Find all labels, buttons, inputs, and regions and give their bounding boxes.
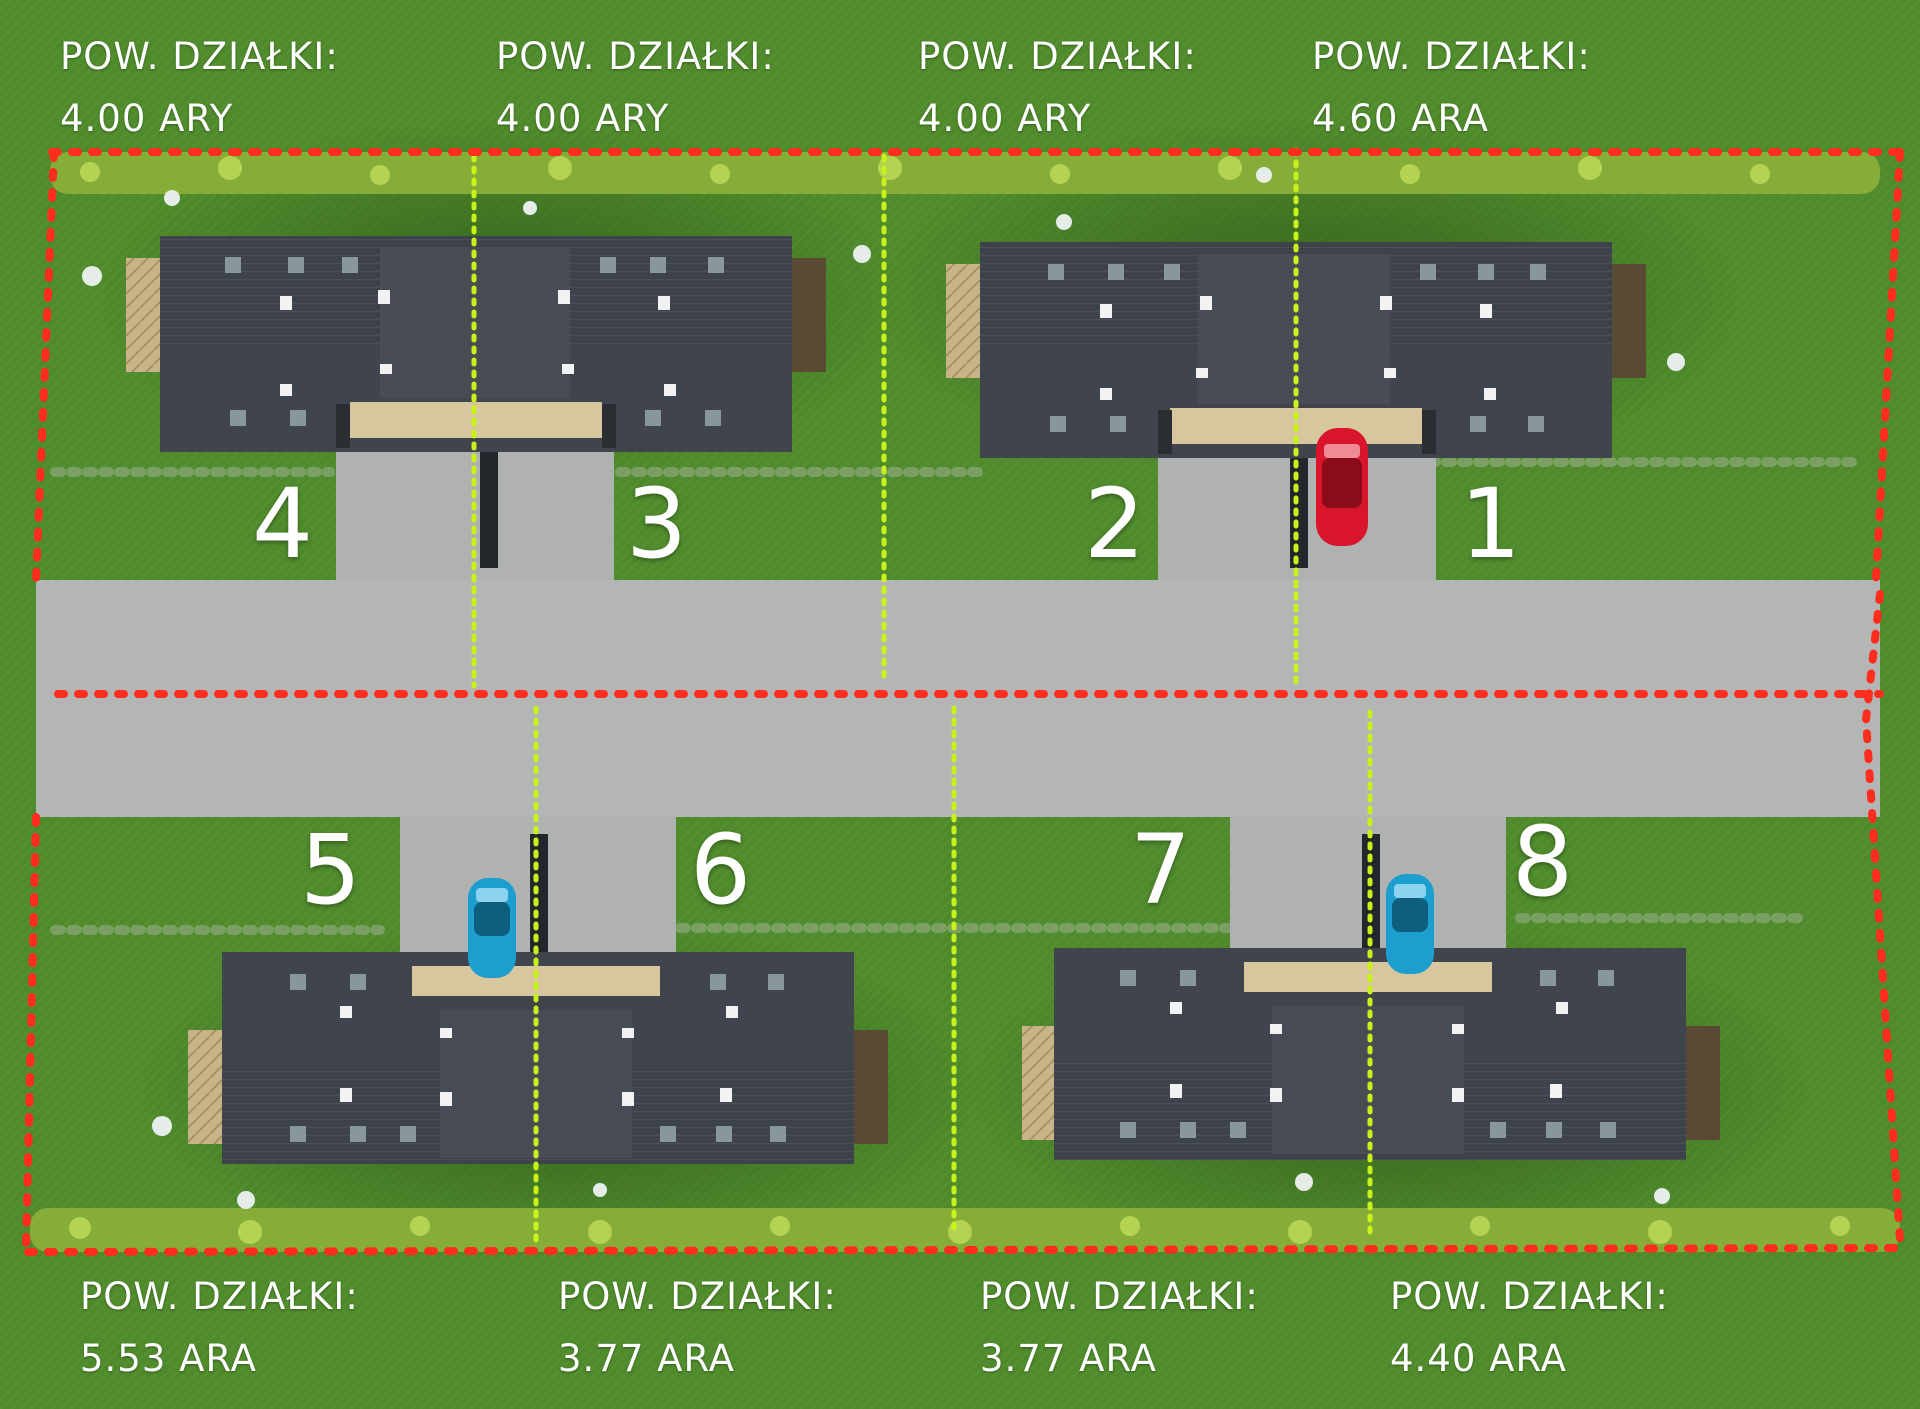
area-caption: POW. DZIAŁKI:	[60, 35, 339, 78]
area-value: 4.40 ARA	[1390, 1337, 1567, 1380]
plot-8-area-label: POW. DZIAŁKI: 4.40 ARA	[1390, 1266, 1669, 1390]
plot-number-5: 5	[300, 814, 362, 926]
area-caption: POW. DZIAŁKI:	[1312, 35, 1591, 78]
garden-lights	[82, 167, 1685, 1209]
area-caption: POW. DZIAŁKI:	[80, 1275, 359, 1318]
carport-wall	[530, 834, 548, 962]
car-blue	[1386, 874, 1434, 974]
area-caption: POW. DZIAŁKI:	[558, 1275, 837, 1318]
car-red	[1316, 428, 1368, 546]
area-value: 4.00 ARY	[918, 97, 1092, 140]
site-boundary	[22, 148, 1904, 1256]
plot-3-area-label: POW. DZIAŁKI: 4.00 ARY	[496, 26, 775, 150]
area-caption: POW. DZIAŁKI:	[1390, 1275, 1669, 1318]
plot-dividers	[471, 147, 1373, 1249]
plot-5-area-label: POW. DZIAŁKI: 5.53 ARA	[80, 1266, 359, 1390]
plot-number-1: 1	[1460, 468, 1522, 580]
plot-number-7: 7	[1130, 814, 1192, 926]
hedge-north	[50, 152, 1880, 194]
plot-2-area-label: POW. DZIAŁKI: 4.00 ARY	[918, 26, 1197, 150]
area-value: 4.60 ARA	[1312, 97, 1489, 140]
car-blue	[468, 878, 516, 978]
plot-number-6: 6	[690, 814, 752, 926]
plot-number-4: 4	[252, 468, 314, 580]
area-caption: POW. DZIAŁKI:	[496, 35, 775, 78]
area-caption: POW. DZIAŁKI:	[918, 35, 1197, 78]
area-caption: POW. DZIAŁKI:	[980, 1275, 1259, 1318]
plot-6-area-label: POW. DZIAŁKI: 3.77 ARA	[558, 1266, 837, 1390]
carport-wall	[480, 440, 498, 568]
plot-7-area-label: POW. DZIAŁKI: 3.77 ARA	[980, 1266, 1259, 1390]
plot-number-2: 2	[1084, 468, 1146, 580]
carport-wall	[1290, 440, 1308, 568]
access-road	[36, 580, 1880, 817]
plot-1-area-label: POW. DZIAŁKI: 4.60 ARA	[1312, 26, 1591, 150]
plot-number-8: 8	[1512, 806, 1574, 918]
area-value: 3.77 ARA	[980, 1337, 1157, 1380]
plot-4-area-label: POW. DZIAŁKI: 4.00 ARY	[60, 26, 339, 150]
plot-number-3: 3	[626, 468, 688, 580]
area-value: 4.00 ARY	[60, 97, 234, 140]
area-value: 5.53 ARA	[80, 1337, 257, 1380]
hedge-highlights	[69, 156, 1850, 1244]
area-value: 4.00 ARY	[496, 97, 670, 140]
area-value: 3.77 ARA	[558, 1337, 735, 1380]
